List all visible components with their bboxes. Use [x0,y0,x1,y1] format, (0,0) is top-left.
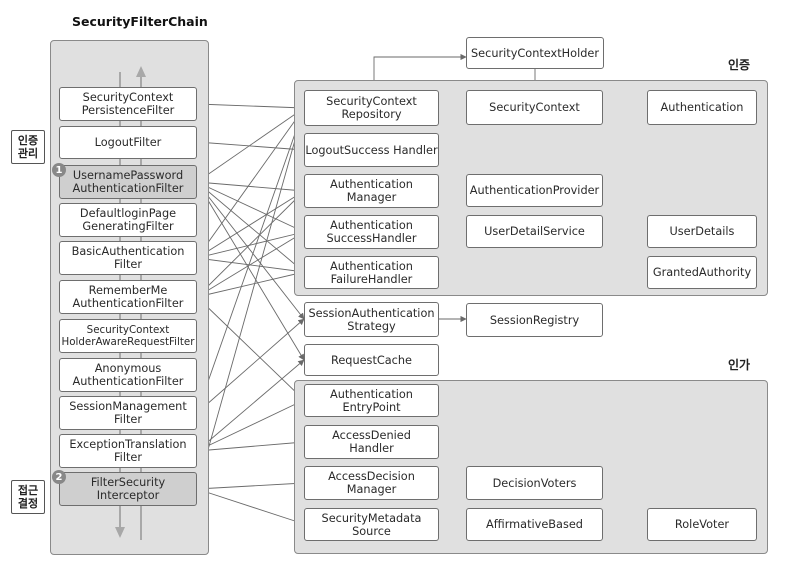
filter-session-management[interactable]: SessionManagement Filter [59,396,197,430]
node-authentication-manager[interactable]: Authentication Manager [304,174,439,208]
edge-up-rc [196,181,305,361]
filter-security-context-holder-aware-request[interactable]: SecurityContext HolderAwareRequestFilter [59,319,197,353]
chain-title: SecurityFilterChain [72,14,208,29]
node-authentication-entry-point[interactable]: Authentication EntryPoint [304,384,439,417]
edge-up-fai [196,181,305,273]
edge-ba-man [196,190,305,259]
filter-anonymous-authentication[interactable]: Anonymous AuthenticationFilter [59,358,197,392]
auth-management-tag: 인증 관리 [11,130,45,164]
node-access-denied-handler[interactable]: AccessDenied Handler [304,425,439,459]
filter-remember-me-authentication[interactable]: RememberMe AuthenticationFilter [59,280,197,314]
node-user-detail-service[interactable]: UserDetailService [466,215,603,248]
edge-repository-holder [373,53,467,90]
filter-security-interceptor[interactable]: FilterSecurity Interceptor [59,472,197,506]
node-session-authentication-strategy[interactable]: SessionAuthentication Strategy [304,302,439,337]
edge-sm-ses [196,318,305,414]
node-security-metadata-source[interactable]: SecurityMetadata Source [304,508,439,541]
edge-up-suc [196,181,305,233]
filter-basic-authentication[interactable]: BasicAuthentication Filter [59,241,197,275]
node-authentication-success-handler[interactable]: Authentication SuccessHandler [304,215,439,249]
filter-security-context-persistence[interactable]: SecurityContext PersistenceFilter [59,87,197,121]
node-security-context-repository[interactable]: SecurityContext Repository [304,90,439,126]
node-role-voter[interactable]: RoleVoter [647,508,757,541]
edge-rm-ep [196,296,305,401]
edge-fs-sms [196,488,305,526]
edge-up-rep [196,107,305,183]
node-access-decision-manager[interactable]: AccessDecision Manager [304,466,439,500]
edge-rm-man [196,190,305,298]
edge-cp-rep [196,103,305,111]
node-request-cache[interactable]: RequestCache [304,344,439,376]
edge-fs-rep [196,107,306,490]
node-authentication-failure-handler[interactable]: Authentication FailureHandler [304,256,439,289]
badge-1-icon: 1 [52,163,66,177]
node-security-context-holder[interactable]: SecurityContextHolder [466,37,604,69]
authentication-section-label: 인증 [728,58,751,72]
edge-ba-rep [196,107,305,259]
node-logout-success-handler[interactable]: LogoutSuccess Handler [304,133,439,167]
edge-fs-adm [196,480,305,490]
edge-up-man [196,181,305,194]
filter-username-password-authentication[interactable]: UsernamePassword AuthenticationFilter [59,165,197,199]
node-security-context[interactable]: SecurityContext [466,90,603,125]
edge-rm-fai [196,270,305,298]
edge-et-rc [196,359,305,452]
edge-sm-rep [196,107,306,414]
filter-exception-translation[interactable]: ExceptionTranslation Filter [59,434,197,468]
node-affirmative-based[interactable]: AffirmativeBased [466,508,603,541]
node-decision-voters[interactable]: DecisionVoters [466,466,603,500]
edge-ba-suc [196,230,305,259]
filter-logout[interactable]: LogoutFilter [59,126,197,159]
node-session-registry[interactable]: SessionRegistry [466,303,603,337]
node-authentication-provider[interactable]: AuthenticationProvider [466,174,603,207]
edge-up-ses [196,181,305,320]
filter-default-login-page-generating[interactable]: DefaultloginPage GeneratingFilter [59,203,197,237]
node-user-details[interactable]: UserDetails [647,215,757,248]
edge-et-adh [196,439,305,452]
authorization-section-label: 인가 [728,358,751,372]
access-decision-tag: 접근 결정 [11,480,45,514]
edge-rm-suc [196,231,305,298]
badge-2-icon: 2 [52,470,66,484]
node-granted-authority[interactable]: GrantedAuthority [647,256,757,289]
node-authentication[interactable]: Authentication [647,90,757,125]
edge-et-ep [196,399,305,452]
edge-lo-los [196,141,305,153]
